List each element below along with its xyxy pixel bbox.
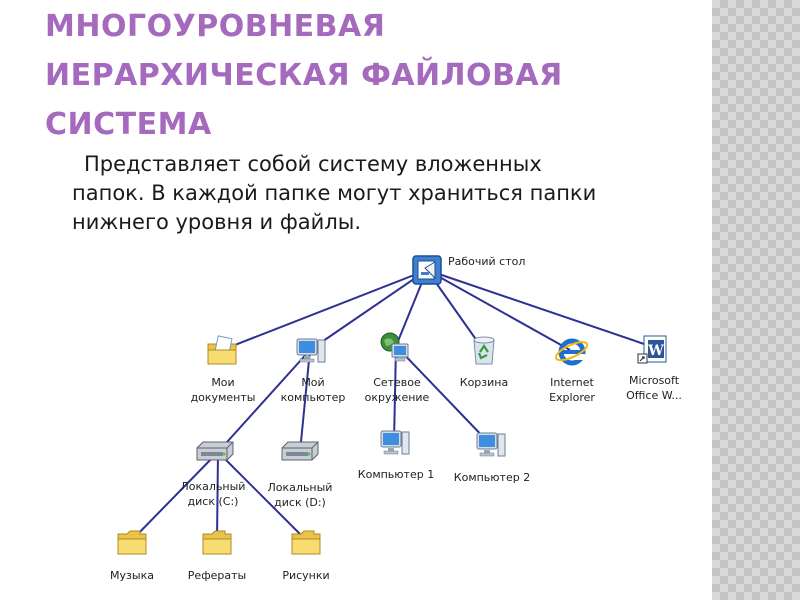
node-label-line: Рабочий стол — [448, 255, 525, 268]
node-pictures[interactable]: Рисунки — [282, 530, 330, 582]
internet-explorer-icon — [554, 338, 589, 366]
node-label-line: Локальный — [181, 480, 246, 493]
network-icon — [380, 332, 409, 362]
node-network[interactable]: Сетевое окружение — [365, 332, 430, 404]
node-label: Рисунки — [282, 569, 329, 582]
connector-disk_c-to-music — [131, 451, 219, 541]
connector-desktop-to-ie — [426, 269, 571, 351]
node-label-line: документы — [191, 391, 256, 404]
node-label: Корзина — [460, 376, 508, 389]
node-music[interactable]: Музыка — [110, 530, 154, 582]
node-disk-d[interactable]: Локальный диск (D:) — [268, 441, 333, 509]
recycle-bin-icon — [473, 336, 495, 365]
node-label: Локальный диск (C:) — [181, 480, 246, 508]
svg-text:W: W — [647, 343, 664, 359]
title-line: МНОГОУРОВНЕВАЯ — [45, 9, 386, 44]
node-label-line: Музыка — [110, 569, 154, 582]
hard-drive-icon — [281, 441, 319, 461]
connector-disk_c-to-essays — [216, 451, 219, 541]
node-label: Рабочий стол — [448, 255, 525, 268]
node-my-computer[interactable]: Мой компьютер — [281, 338, 346, 404]
connector-network-to-computer1 — [393, 345, 397, 443]
folder-icon — [291, 530, 321, 555]
hard-drive-icon — [196, 441, 234, 461]
node-label: Рефераты — [188, 569, 246, 582]
node-label-line: Internet — [550, 376, 594, 389]
node-label-line: окружение — [365, 391, 430, 404]
node-label-line: Мой — [301, 376, 324, 389]
slide-description: Представляет собой систему вложенных пап… — [72, 150, 712, 237]
node-label-line: Компьютер 1 — [358, 468, 434, 481]
connector-desktop-to-my_computer — [309, 269, 428, 351]
connector-disk_c-to-pictures — [217, 451, 307, 541]
word-shortcut-icon: W — [637, 335, 667, 364]
description-line: Представляет собой систему вложенных — [84, 152, 542, 176]
node-label-line: Компьютер 2 — [454, 471, 530, 484]
connector-desktop-to-my_documents — [221, 269, 428, 351]
node-label-line: Сетевое — [373, 376, 421, 389]
decorative-side-band — [712, 0, 800, 600]
connector-my_computer-to-disk_c — [217, 349, 311, 453]
node-label-line: Microsoft — [629, 374, 680, 387]
node-label: Мой компьютер — [281, 376, 346, 404]
connector-desktop-to-word — [426, 269, 651, 347]
node-essays[interactable]: Рефераты — [188, 530, 246, 582]
node-label: Сетевое окружение — [365, 376, 430, 404]
node-label-line: Explorer — [549, 391, 595, 404]
computer-icon — [296, 338, 326, 363]
node-desktop[interactable]: Рабочий стол — [412, 255, 525, 285]
node-label-line: диск (D:) — [274, 496, 326, 509]
node-label: Мои документы — [191, 376, 256, 404]
slide-title: МНОГОУРОВНЕВАЯ ИЕРАРХИЧЕСКАЯ ФАЙЛОВАЯ СИ… — [45, 2, 695, 149]
documents-folder-icon — [207, 335, 237, 365]
node-computer1[interactable]: Компьютер 1 — [358, 430, 434, 481]
node-label-line: Локальный — [268, 481, 333, 494]
node-disk-c[interactable]: Локальный диск (C:) — [181, 441, 246, 508]
node-recycle-bin[interactable]: Корзина — [460, 336, 508, 389]
node-label-line: Мои — [211, 376, 234, 389]
node-label: Локальный диск (D:) — [268, 481, 333, 509]
node-label-line: Рисунки — [282, 569, 329, 582]
connector-my_computer-to-disk_d — [299, 349, 311, 453]
node-label: Музыка — [110, 569, 154, 582]
node-my-documents[interactable]: Мои документы — [191, 335, 256, 404]
title-line: СИСТЕМА — [45, 107, 212, 142]
node-label: Компьютер 2 — [454, 471, 530, 484]
title-line: ИЕРАРХИЧЕСКАЯ ФАЙЛОВАЯ — [45, 58, 563, 93]
description-line: папок. В каждой папке могут храниться па… — [72, 181, 597, 205]
description-line: нижнего уровня и файлы. — [72, 210, 361, 234]
connector-network-to-computer2 — [395, 345, 491, 445]
node-label-line: Office W... — [626, 389, 682, 402]
computer-icon — [380, 430, 410, 455]
node-label-line: диск (C:) — [188, 495, 239, 508]
node-label-line: Корзина — [460, 376, 508, 389]
desktop-icon — [412, 255, 442, 285]
folder-icon — [117, 530, 147, 555]
folder-icon — [202, 530, 232, 555]
node-label-line: компьютер — [281, 391, 346, 404]
node-computer2[interactable]: Компьютер 2 — [454, 432, 530, 484]
node-label: Компьютер 1 — [358, 468, 434, 481]
node-label-line: Рефераты — [188, 569, 246, 582]
computer-icon — [476, 432, 506, 457]
